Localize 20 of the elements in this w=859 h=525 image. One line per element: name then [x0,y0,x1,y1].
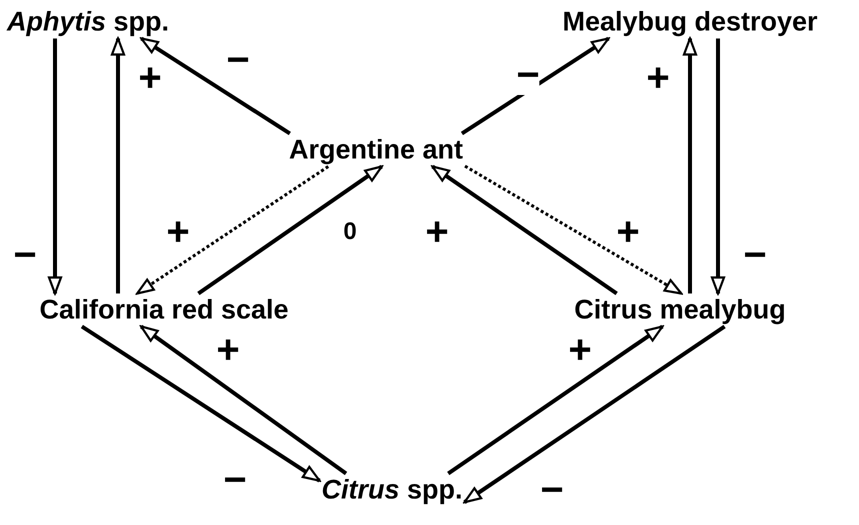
dotted-arrow [464,164,682,295]
arrow [460,36,610,136]
arrow [80,324,321,482]
species-label: Citrus spp. [319,474,465,506]
arrow [110,37,126,294]
species-label: California red scale [37,294,291,326]
arrow [140,36,291,136]
arrow [197,164,383,296]
species-label: Argentine ant [287,134,465,166]
species-label: Mealybug destroyer [560,6,820,38]
arrow [710,38,726,295]
species-label: Citrus mealybug [572,294,788,326]
arrow [682,37,698,294]
arrow [447,324,664,476]
species-label: Aphytis spp. [4,6,172,38]
arrow [48,38,62,295]
arrow [140,324,348,476]
arrow [431,164,618,296]
dotted-arrow [136,165,330,295]
arrow [463,324,726,504]
